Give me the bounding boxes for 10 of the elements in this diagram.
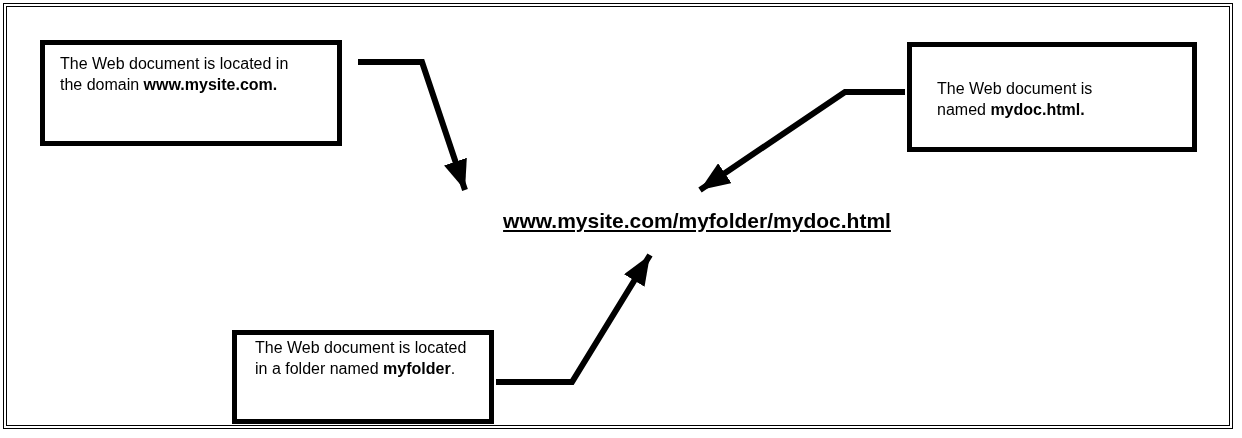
note-text: The Web document is named mydoc.html. xyxy=(937,79,1094,120)
text-box xyxy=(40,40,342,146)
text-box xyxy=(907,42,1197,152)
text-box xyxy=(232,330,494,424)
url-text: www.mysite.com/myfolder/mydoc.html xyxy=(503,209,891,233)
note-text: The Web document is located in the domain www.mysite.com. xyxy=(60,54,290,95)
arrow xyxy=(496,253,653,385)
arrow xyxy=(698,89,905,193)
note-text: The Web document is located in a folder named myfolder. xyxy=(255,338,468,379)
arrow xyxy=(358,59,468,191)
